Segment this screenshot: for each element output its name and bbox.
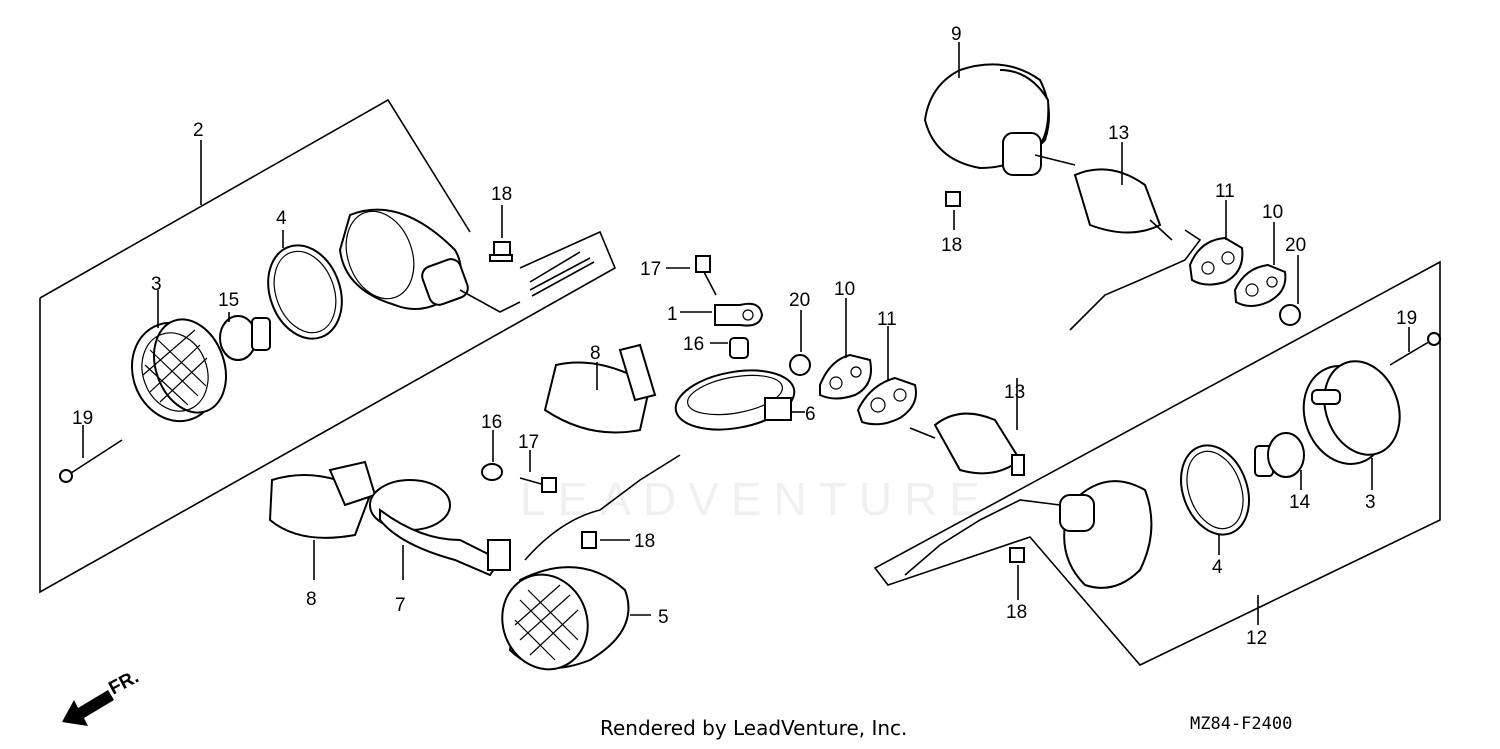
bulb-15[interactable] — [219, 315, 271, 361]
rear-turn-signal-housing-12[interactable] — [904, 480, 1153, 589]
callout-4-right: 4 — [1212, 557, 1223, 578]
callout-20-center: 20 — [789, 290, 810, 311]
callout-13-upper: 13 — [1108, 123, 1129, 144]
callout-19-right: 19 — [1396, 308, 1417, 329]
clamp-bracket-1[interactable] — [714, 302, 764, 327]
nut-20-upper[interactable] — [1279, 304, 1301, 326]
callout-10-upper: 10 — [1262, 202, 1283, 223]
callout-16-top: 16 — [683, 334, 704, 355]
callout-17-top: 17 — [640, 259, 661, 280]
diagram-code: MZ84-F2400 — [1190, 714, 1293, 734]
bolt-17-bottom[interactable] — [519, 477, 557, 493]
callout-9: 9 — [951, 24, 962, 45]
nut-20-center[interactable] — [789, 354, 811, 376]
watermark-logo: LEADVENTURE — [520, 473, 992, 525]
collar-16-top[interactable] — [729, 337, 749, 359]
turn-signal-housing-left[interactable] — [335, 202, 595, 313]
turn-signal-lens-left[interactable] — [118, 309, 238, 433]
leader-lines — [82, 42, 1410, 625]
callout-19-left: 19 — [72, 408, 93, 429]
callout-10-center: 10 — [834, 279, 855, 300]
callout-15: 15 — [218, 290, 239, 311]
callout-4-left: 4 — [276, 208, 287, 229]
grommet-11-center[interactable] — [856, 376, 917, 426]
callout-1: 1 — [667, 304, 678, 325]
callout-14: 14 — [1289, 492, 1311, 513]
lens-gasket-left[interactable] — [256, 235, 355, 349]
screw-19-right[interactable] — [1389, 332, 1441, 366]
stay-cover-8-bottom[interactable] — [268, 460, 377, 539]
bolt-17-top[interactable] — [695, 255, 717, 296]
socket-13-upper[interactable] — [1069, 168, 1202, 331]
callout-6: 6 — [805, 404, 816, 425]
callout-labels: 2 3 15 4 18 19 17 1 16 20 10 11 8 6 16 1… — [72, 24, 1417, 649]
front-direction-arrow-icon: FR. — [62, 667, 142, 726]
callout-3-left: 3 — [151, 274, 162, 295]
screw-18-upper-right[interactable] — [945, 191, 961, 207]
screw-18-center[interactable] — [581, 531, 597, 549]
callout-8-bottom: 8 — [306, 589, 317, 610]
turn-signal-stay-7[interactable] — [369, 479, 511, 577]
callout-16-bottom: 16 — [481, 412, 502, 433]
callout-18-b: 18 — [634, 531, 655, 552]
callout-11-upper: 11 — [1215, 181, 1235, 202]
callout-11-center: 11 — [877, 309, 897, 330]
collar-16-bottom[interactable] — [481, 463, 503, 481]
callout-5: 5 — [658, 607, 669, 628]
turn-signal-lens-right[interactable] — [1290, 351, 1412, 476]
callout-3-right: 3 — [1365, 492, 1376, 513]
callout-17-bottom: 17 — [518, 432, 539, 453]
footer-credit: Rendered by LeadVenture, Inc. — [600, 716, 908, 740]
rubber-plate-10-center[interactable] — [819, 353, 872, 400]
stay-cover-8-top[interactable] — [543, 343, 657, 434]
screw-18-lower-right[interactable] — [1009, 547, 1025, 563]
stay-clamp-6[interactable] — [671, 362, 799, 438]
direction-label: FR. — [105, 667, 142, 700]
bulb-14[interactable] — [1254, 432, 1305, 478]
grommet-11-upper[interactable] — [1188, 236, 1244, 286]
socket-13-center[interactable] — [909, 412, 1025, 476]
callout-8-top: 8 — [590, 343, 601, 364]
callout-12: 12 — [1246, 628, 1267, 649]
front-turn-signal-5[interactable] — [489, 454, 681, 681]
callout-18-c: 18 — [941, 235, 962, 256]
callout-18-a: 18 — [491, 184, 512, 205]
callout-2: 2 — [193, 120, 204, 141]
callout-13-center: 13 — [1004, 382, 1025, 403]
lens-gasket-right[interactable] — [1169, 436, 1261, 544]
assembly-group-2 — [39, 98, 617, 594]
rubber-plate-10-upper[interactable] — [1233, 263, 1287, 307]
callout-18-d: 18 — [1006, 602, 1027, 623]
screw-18-top-left[interactable] — [489, 241, 513, 262]
screw-19-left[interactable] — [59, 439, 123, 483]
assembly-group-12 — [873, 260, 1441, 666]
callout-7: 7 — [395, 595, 406, 616]
callout-20-upper: 20 — [1285, 235, 1306, 256]
rear-turn-signal-9[interactable] — [923, 63, 1076, 176]
